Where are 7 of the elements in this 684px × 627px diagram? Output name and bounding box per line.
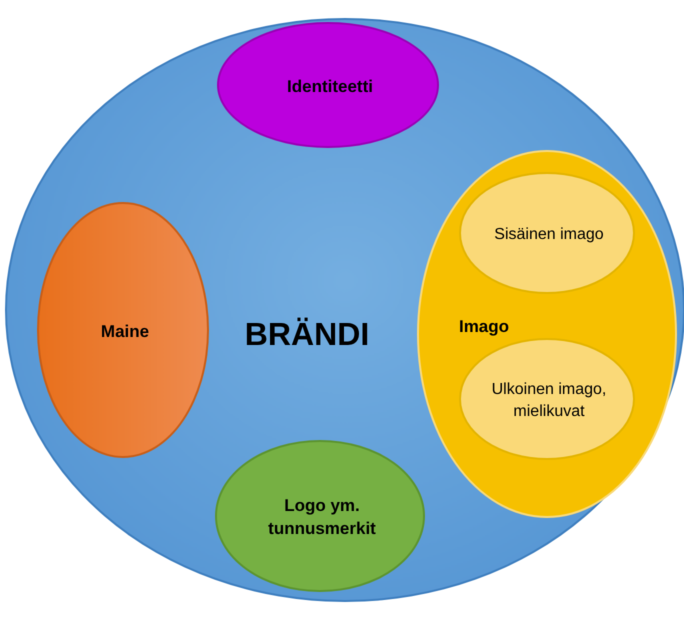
node-label: Ulkoinen imago, mielikuvat — [490, 380, 608, 422]
node-label: BRÄNDI — [244, 315, 370, 354]
node-label: Logo ym. tunnusmerkit — [267, 495, 377, 540]
node-label: Identiteetti — [286, 76, 374, 98]
node-label: Sisäinen imago — [493, 225, 605, 246]
node-label: Maine — [100, 320, 150, 343]
node-label: Imago — [458, 316, 510, 338]
